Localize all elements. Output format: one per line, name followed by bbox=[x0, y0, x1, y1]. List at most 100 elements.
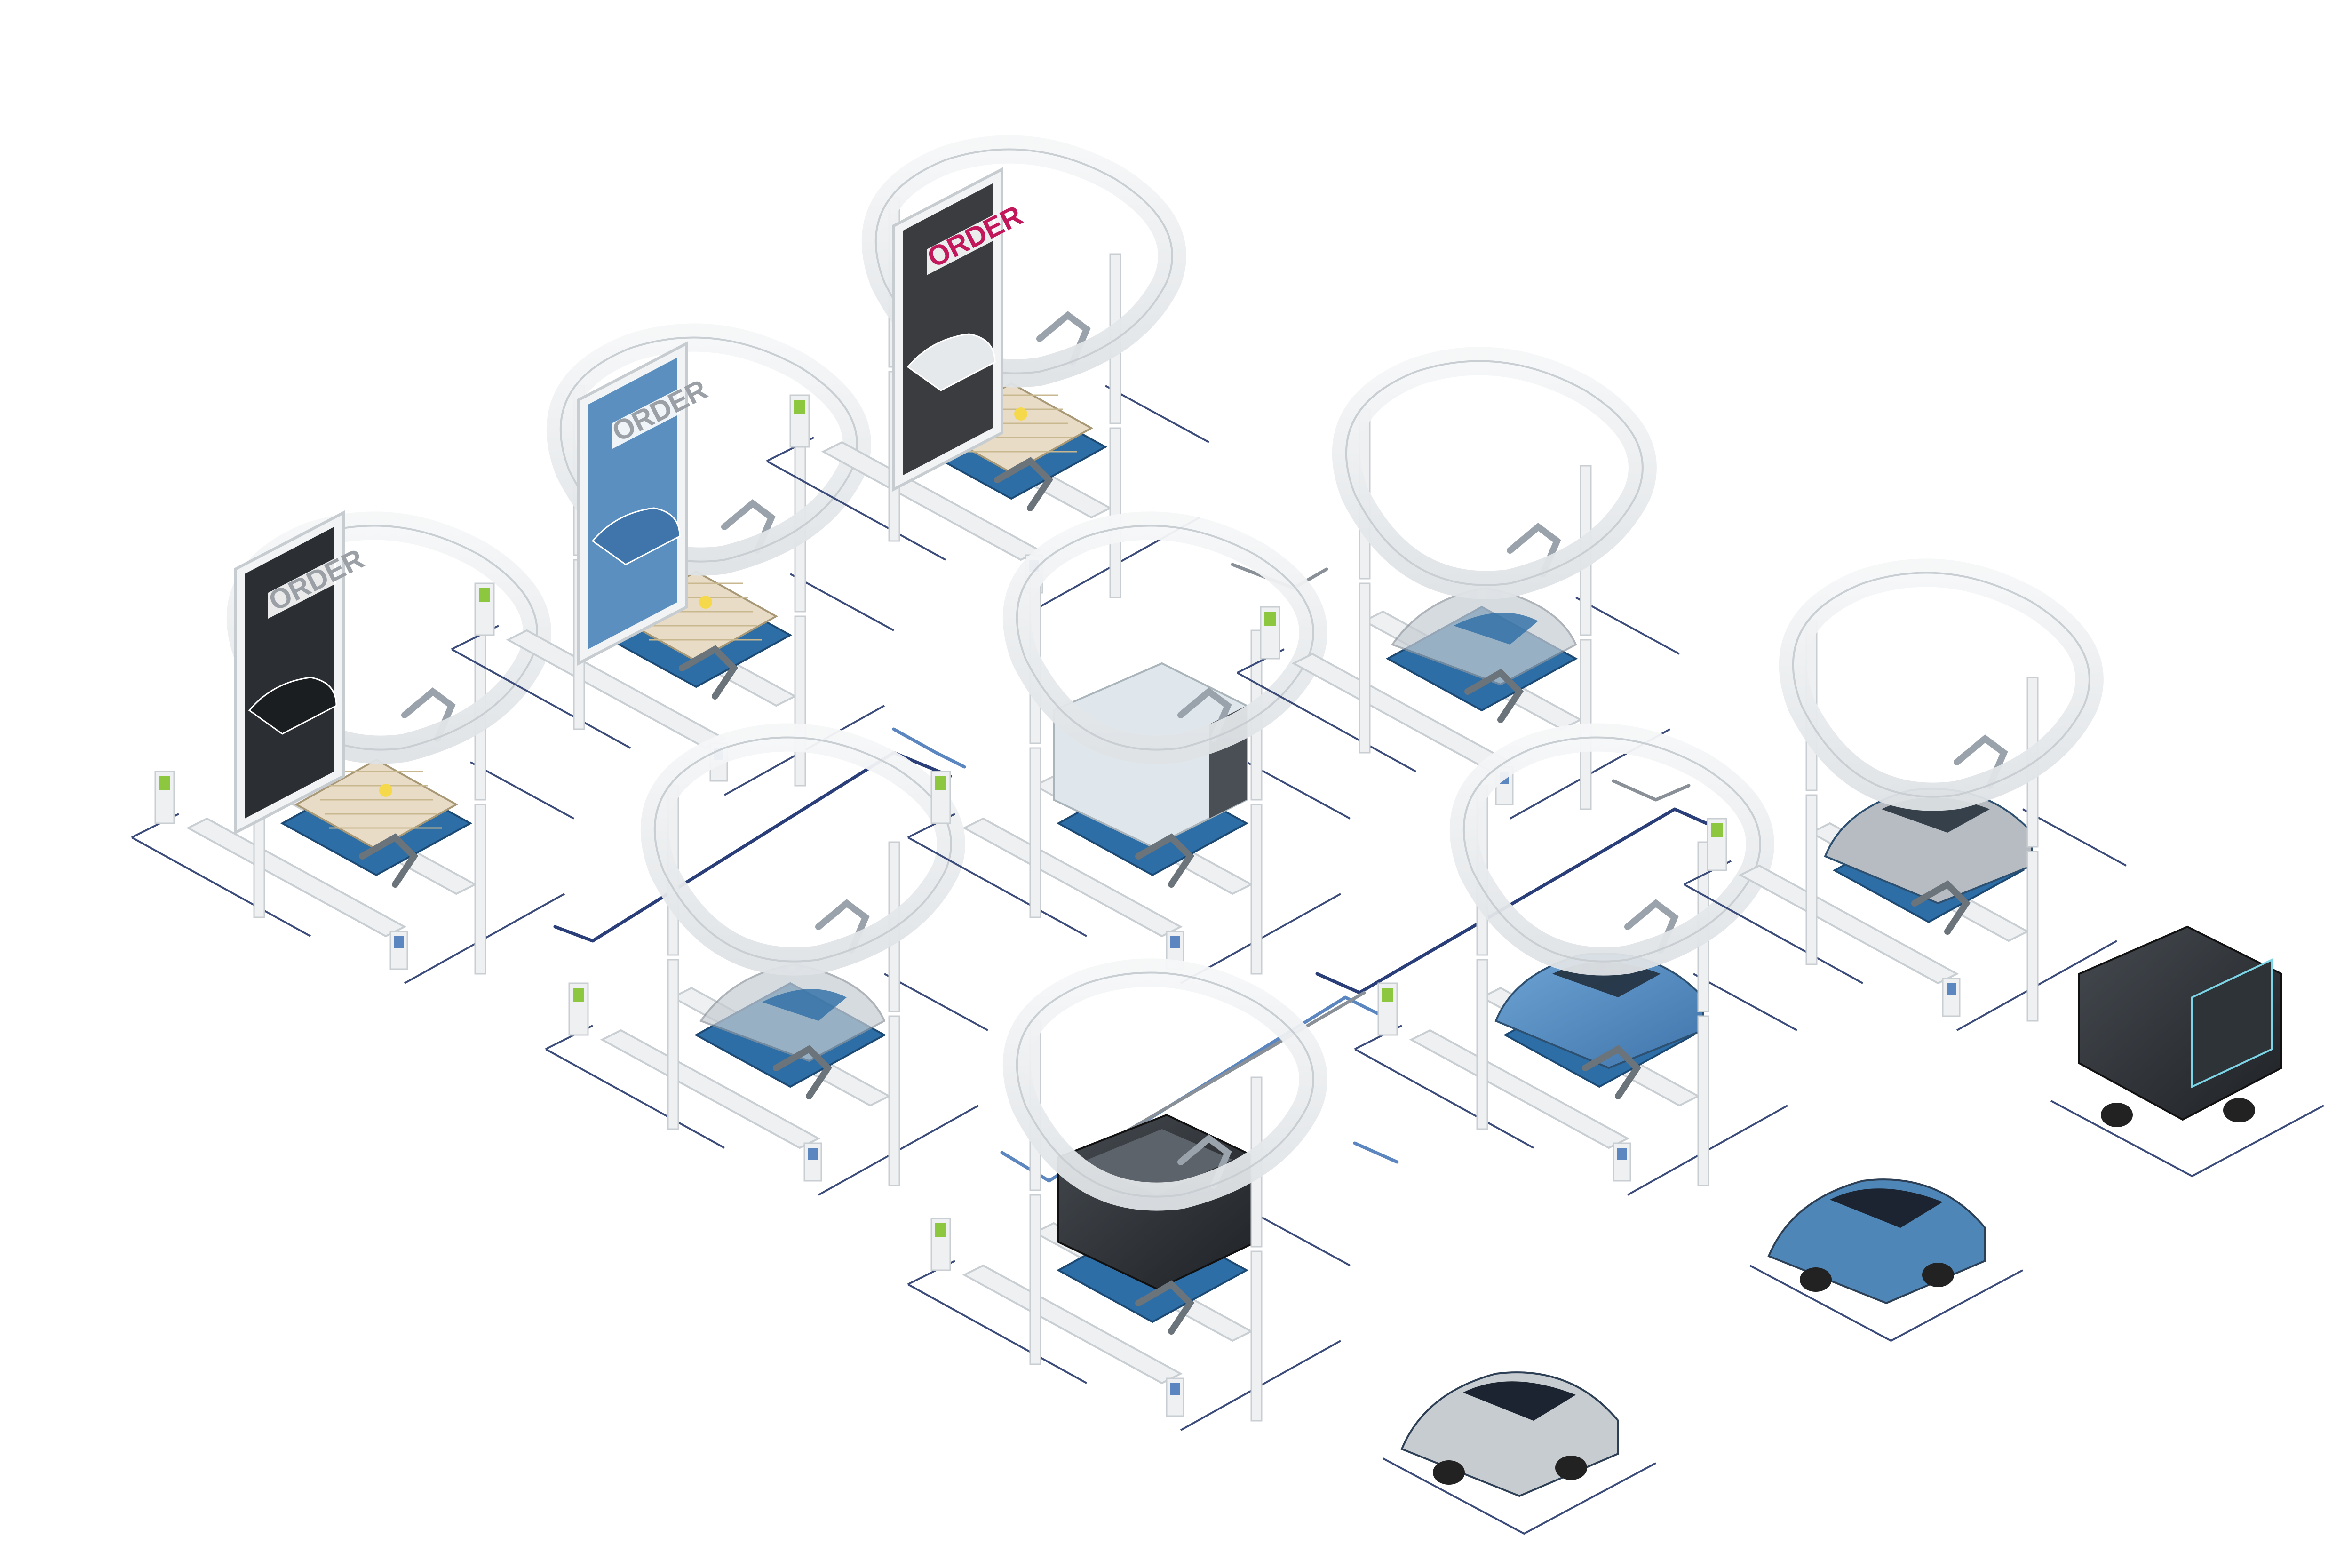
kiosk-screen bbox=[808, 1148, 818, 1160]
frame-pillar bbox=[1109, 427, 1121, 598]
frame-pillar bbox=[1697, 1015, 1709, 1186]
kiosk-screen bbox=[1947, 983, 1956, 995]
frame-pillar bbox=[1250, 1250, 1263, 1422]
ring-gantry-edge bbox=[1016, 525, 1314, 751]
parking-outline bbox=[1383, 1457, 1656, 1535]
conveyor-rail-left bbox=[962, 1264, 1183, 1385]
suv-vehicle-window bbox=[1463, 1381, 1576, 1421]
order-phones: ORDER ORDER ORDER bbox=[234, 167, 1027, 835]
control-terminal[interactable] bbox=[1377, 982, 1398, 1036]
finished-vehicle-1 bbox=[2050, 925, 2324, 1178]
order-button[interactable] bbox=[268, 557, 336, 619]
station-7 bbox=[907, 958, 1351, 1431]
ring-gantry bbox=[1779, 558, 2104, 811]
robot-arm-front bbox=[994, 457, 1054, 511]
phone-vehicle-preview bbox=[248, 677, 337, 735]
station-4 bbox=[545, 723, 988, 1196]
battery-highlight bbox=[379, 784, 392, 797]
shuttle-vehicle bbox=[2078, 925, 2282, 1121]
frame-pillar bbox=[1805, 794, 1818, 965]
frame-pillar bbox=[1476, 959, 1488, 1130]
order-button[interactable] bbox=[927, 214, 995, 275]
battery-pack-top bbox=[294, 758, 459, 851]
frame-pillar bbox=[2026, 851, 2039, 1022]
phone-screen bbox=[588, 358, 677, 649]
finished-vehicle-3 bbox=[1383, 1371, 1656, 1535]
terminal-screen bbox=[573, 988, 584, 1002]
robot-arm-front bbox=[773, 1045, 833, 1099]
robot-arm-front bbox=[679, 645, 739, 700]
conveyor-rail-left bbox=[962, 817, 1183, 938]
link-line-4 bbox=[1612, 779, 1691, 802]
shuttle-window bbox=[2191, 958, 2273, 1089]
conveyor-rail-left bbox=[600, 1029, 821, 1149]
kiosk-screen bbox=[1617, 1148, 1627, 1160]
robot-arm-front bbox=[1911, 880, 1971, 935]
conveyor-rail-left bbox=[186, 817, 407, 938]
finished-vehicle-2 bbox=[1749, 1178, 2023, 1342]
wheel bbox=[1800, 1267, 1832, 1292]
robot-arm-front bbox=[359, 833, 419, 888]
parking-outline bbox=[1749, 1265, 2023, 1342]
wheel bbox=[1922, 1263, 1954, 1287]
link-line-0 bbox=[553, 751, 952, 943]
chassis-glass bbox=[762, 989, 847, 1021]
link-line-7 bbox=[1353, 1141, 1399, 1164]
station-9 bbox=[1684, 558, 2127, 1031]
frame-pillar bbox=[888, 1015, 900, 1186]
phone-vehicle-preview bbox=[906, 333, 996, 391]
finished-vehicles bbox=[1383, 925, 2324, 1535]
robot-arm-front bbox=[1582, 1045, 1642, 1099]
frame-pillar bbox=[794, 615, 806, 787]
wheel bbox=[1555, 1456, 1587, 1480]
battery-highlight bbox=[699, 596, 712, 609]
frame-pillar bbox=[474, 804, 486, 975]
ring-gantry-edge bbox=[1345, 360, 1644, 586]
link-line-1 bbox=[892, 727, 966, 769]
terminal-screen bbox=[935, 1223, 946, 1237]
terminal-screen bbox=[1382, 988, 1393, 1002]
wheel bbox=[1433, 1460, 1465, 1485]
control-terminal[interactable] bbox=[930, 1218, 951, 1271]
terminal-screen bbox=[479, 588, 490, 602]
production-stations bbox=[131, 135, 2127, 1431]
terminal-screen bbox=[1264, 612, 1276, 626]
conveyor-rail-left bbox=[1738, 864, 1959, 985]
frame-pillar bbox=[1029, 1194, 1041, 1365]
kiosk-screen bbox=[1170, 936, 1180, 948]
ring-gantry-edge bbox=[1462, 736, 1761, 963]
phone-vehicle-preview bbox=[591, 507, 681, 565]
link-line-3 bbox=[1315, 807, 1719, 995]
frame-pillar bbox=[1250, 804, 1263, 975]
station-5 bbox=[907, 511, 1351, 984]
ring-gantry-edge bbox=[1792, 572, 2090, 798]
order-phone-1[interactable]: ORDER bbox=[234, 510, 369, 835]
kiosk-screen bbox=[1170, 1383, 1180, 1395]
order-phone-2[interactable]: ORDER bbox=[577, 341, 712, 666]
station-1 bbox=[131, 511, 574, 984]
robot-arm-front bbox=[1135, 833, 1195, 888]
phone-screen bbox=[245, 527, 334, 819]
frame-pillar bbox=[1359, 582, 1371, 754]
robot-arm-front bbox=[1464, 669, 1524, 723]
terminal-screen bbox=[794, 400, 805, 414]
terminal-screen bbox=[935, 776, 946, 790]
frame-pillar bbox=[1029, 747, 1041, 918]
chassis-glass bbox=[1454, 613, 1538, 645]
ring-gantry bbox=[1332, 347, 1657, 599]
parking-outline bbox=[2050, 1100, 2324, 1178]
wheel bbox=[2101, 1103, 2133, 1127]
terminal-screen bbox=[1711, 823, 1723, 837]
ring-gantry-edge bbox=[1016, 971, 1314, 1198]
terminal-screen bbox=[159, 776, 170, 790]
robot-arm-front bbox=[1135, 1280, 1195, 1335]
order-button[interactable] bbox=[612, 388, 680, 449]
wheel bbox=[2223, 1098, 2255, 1122]
phone-screen bbox=[903, 183, 993, 475]
station-6 bbox=[1237, 347, 1680, 820]
suv-vehicle-window bbox=[1830, 1188, 1943, 1228]
frame-pillar bbox=[667, 959, 679, 1130]
battery-highlight bbox=[1014, 407, 1027, 421]
conveyor-rail-left bbox=[1409, 1029, 1630, 1149]
order-phone-3[interactable]: ORDER bbox=[892, 167, 1027, 492]
